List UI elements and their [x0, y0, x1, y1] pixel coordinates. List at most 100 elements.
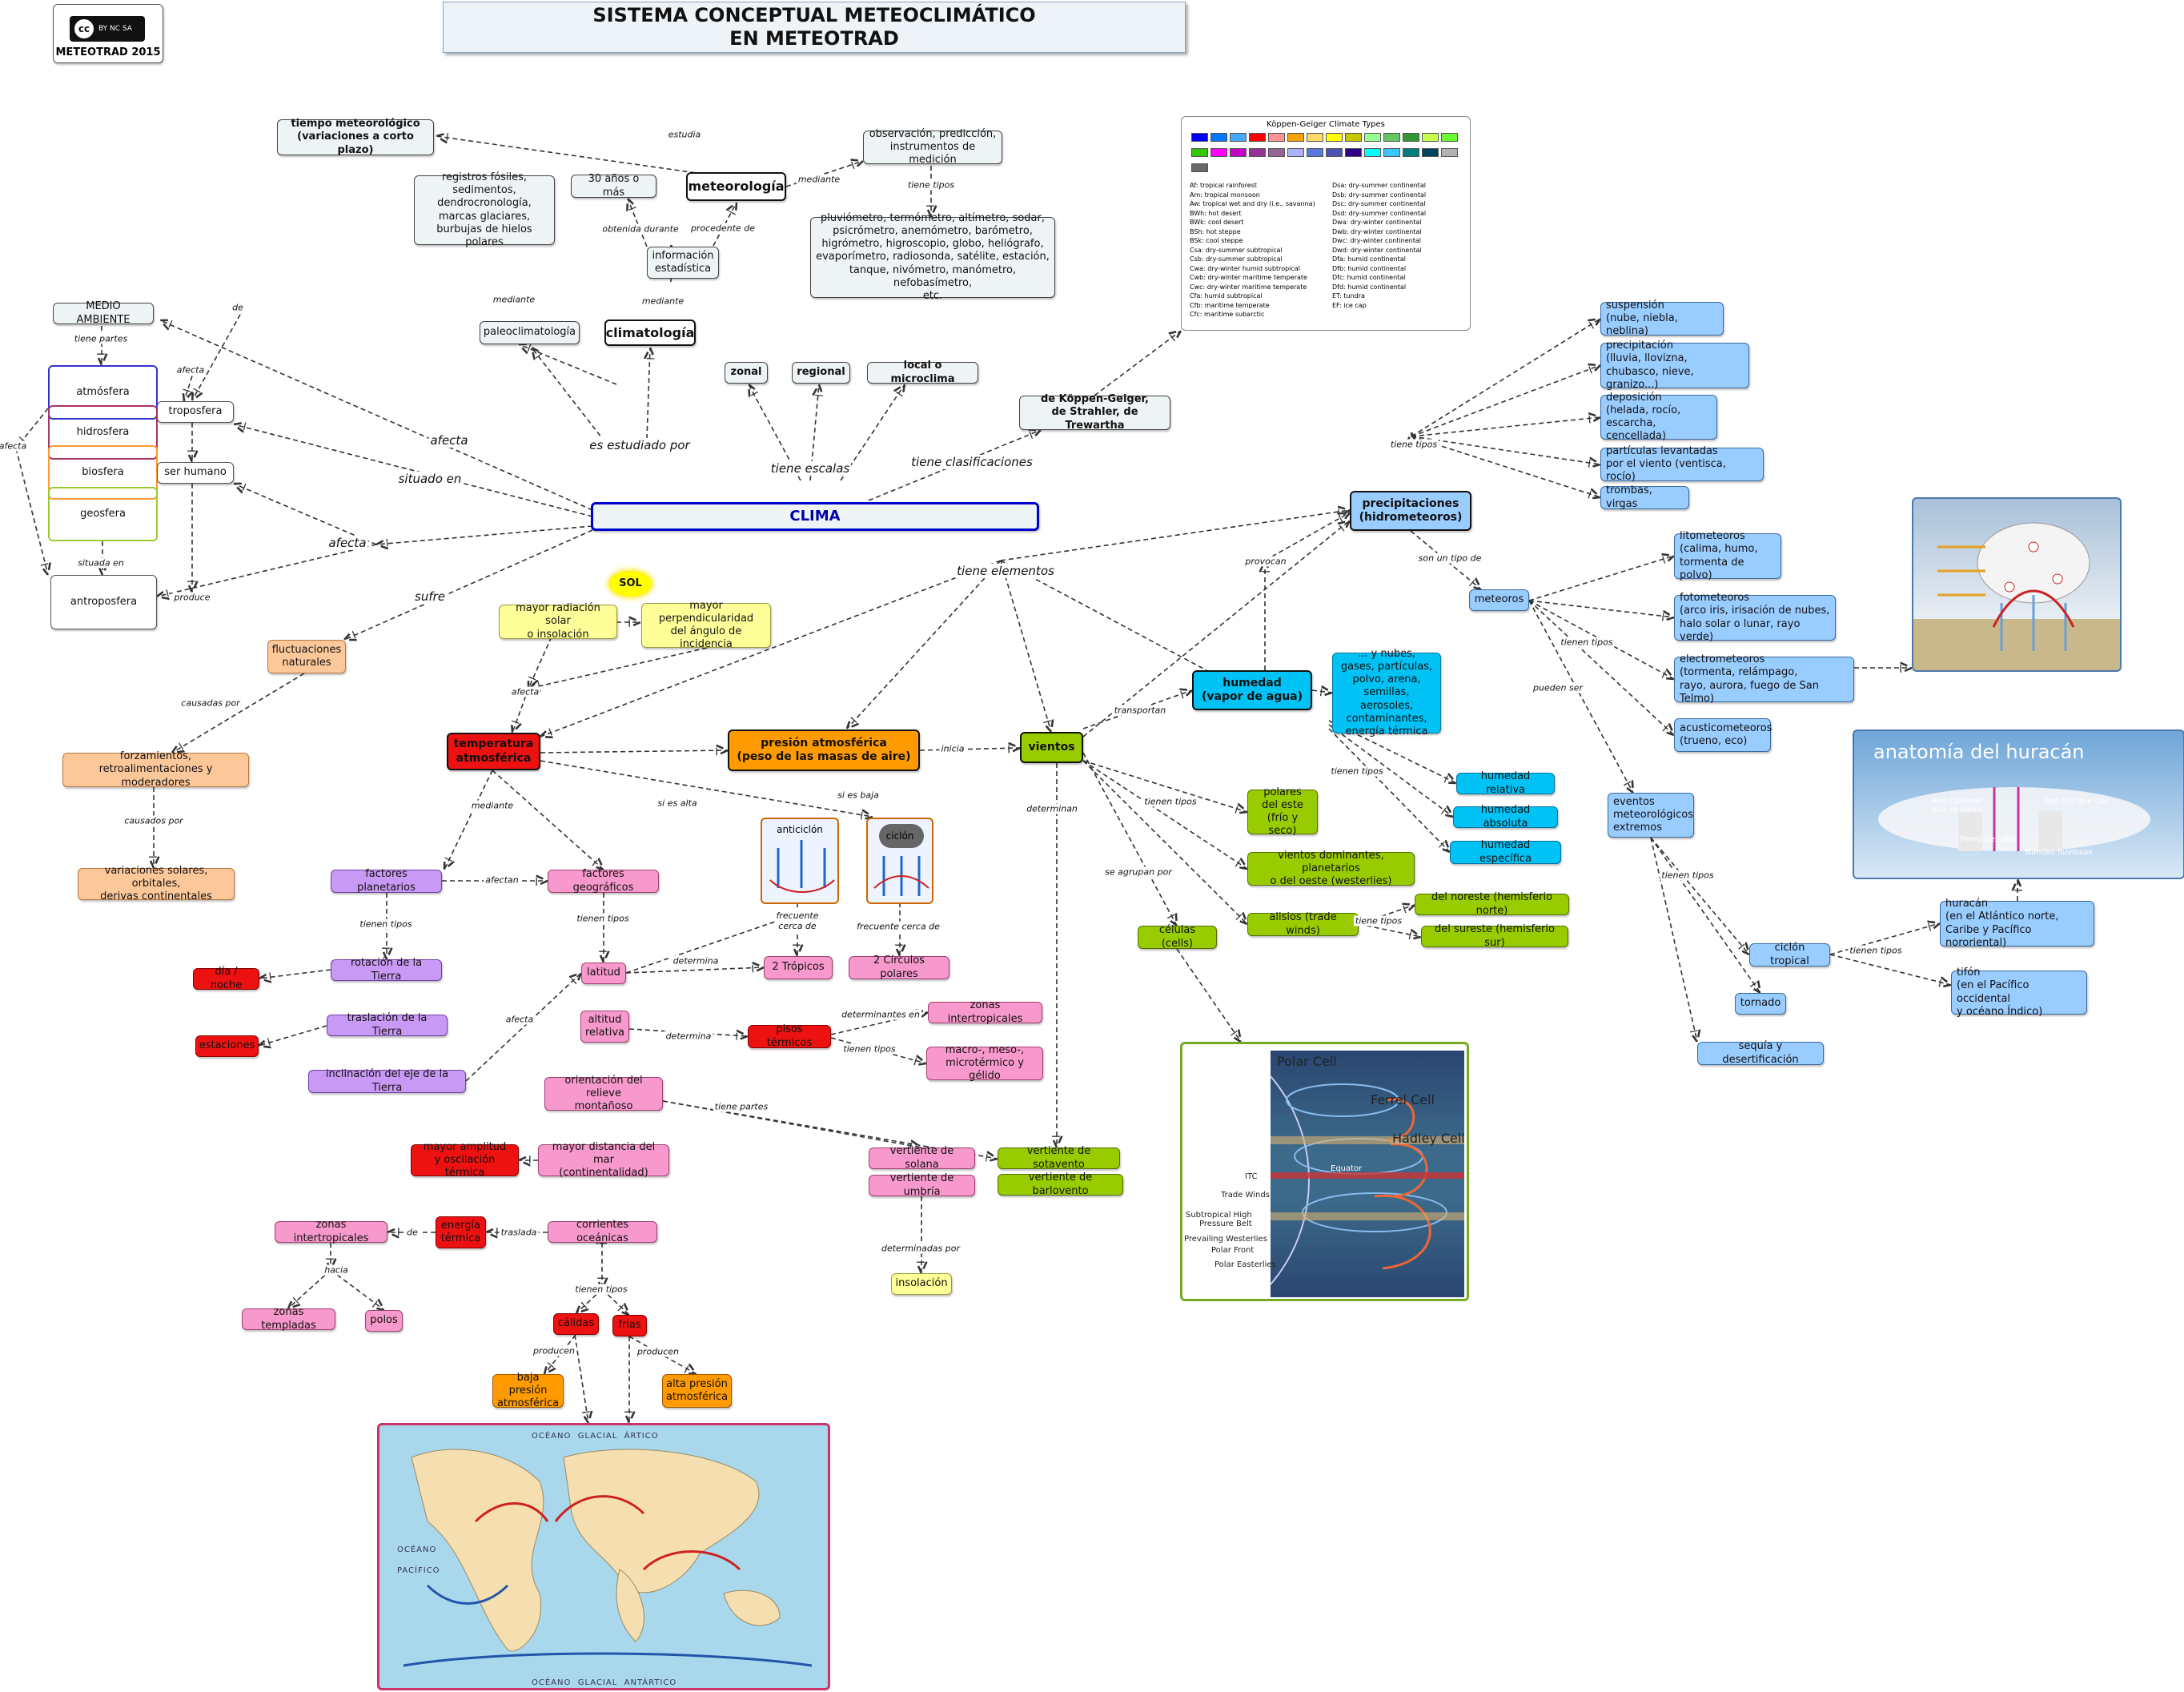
node-inclinacion[interactable]: inclinación del eje de la Tierra	[308, 1068, 466, 1094]
node-zonas-intertropicales-2[interactable]: zonas intertropicales	[928, 999, 1042, 1025]
node-temperatura[interactable]: temperatura atmosférica	[447, 733, 540, 770]
connector	[1411, 319, 1600, 437]
node-baja-presion[interactable]: baja presión atmosférica	[492, 1372, 564, 1409]
node-corrientes[interactable]: corrientes oceánicas	[548, 1219, 657, 1244]
node-pisos[interactable]: pisos térmicos	[748, 1023, 831, 1049]
node-factores-planetarios[interactable]: factores planetarios	[331, 868, 442, 894]
page-title: SISTEMA CONCEPTUAL METEOCLIMÁTICO EN MET…	[443, 2, 1186, 53]
node-precipitaciones[interactable]: precipitaciones (hidrometeoros)	[1350, 491, 1471, 531]
node-latitud[interactable]: latitud	[581, 963, 626, 984]
node-fluctuaciones[interactable]: fluctuaciones naturales	[267, 640, 346, 673]
node-humedad-absoluta[interactable]: humedad absoluta	[1453, 804, 1558, 830]
node-deposicion[interactable]: deposición (helada, rocío, escarcha, cen…	[1600, 392, 1717, 442]
node-instrumentos[interactable]: pluviómetro, termómetro, altímetro, soda…	[810, 212, 1055, 302]
node-alisios[interactable]: alisios (trade winds)	[1247, 911, 1359, 937]
node-altitud[interactable]: altitud relativa	[580, 1011, 629, 1043]
node-insolacion[interactable]: insolación	[891, 1273, 952, 1295]
node-orientacion[interactable]: orientación del relieve montañoso	[544, 1075, 663, 1112]
node-informacion[interactable]: información estadística	[647, 247, 719, 279]
node-sotavento[interactable]: vertiente de sotavento	[998, 1145, 1120, 1171]
node-troposfera[interactable]: troposfera	[157, 401, 234, 423]
node-eventos[interactable]: eventos meteorológicos extremos	[1608, 793, 1694, 838]
node-koppen[interactable]: de Köppen-Geiger, de Strahler, de Trewar…	[1019, 393, 1170, 432]
node-medio-ambiente[interactable]: MEDIO AMBIENTE	[53, 300, 154, 326]
node-perpendicular[interactable]: mayor perpendicularidad del ángulo de in…	[641, 600, 771, 650]
node-fotometeoros[interactable]: fotometeoros (arco iris, irisación de nu…	[1674, 592, 1836, 643]
node-ciclon-tropical[interactable]: ciclón tropical	[1749, 942, 1830, 967]
label-mediante-4: mediante	[469, 800, 516, 811]
node-huracan[interactable]: huracán (en el Atlántico norte, Caribe y…	[1940, 898, 2094, 949]
node-circulos[interactable]: 2 Círculos polares	[849, 955, 949, 980]
hurricane-drawing	[1878, 787, 2150, 851]
connector	[1650, 837, 1697, 1042]
node-zonal[interactable]: zonal	[725, 362, 768, 384]
node-solana[interactable]: vertiente de solana	[869, 1145, 975, 1171]
node-variaciones[interactable]: variaciones solares, orbitales, derivas …	[78, 865, 235, 902]
node-dominantes[interactable]: vientos dominantes, planetarios o del oe…	[1247, 850, 1415, 887]
node-antroposfera[interactable]: antroposfera	[50, 575, 157, 629]
hurricane-labels-item: Aire frío que cae	[2043, 797, 2110, 806]
node-alta-presion[interactable]: alta presión atmosférica	[662, 1374, 732, 1408]
node-frias[interactable]: frías	[612, 1315, 647, 1336]
node-30-anos[interactable]: 30 años o más	[571, 173, 656, 199]
node-acusticometeoros[interactable]: acusticometeoros (trueno, eco)	[1674, 718, 1772, 752]
node-atmosfera[interactable]: atmósfera	[48, 365, 158, 420]
node-traslacion[interactable]: traslación de la Tierra	[327, 1012, 448, 1038]
connector	[1410, 530, 1481, 589]
cells-labels-item: Prevailing Westerlies	[1184, 1235, 1267, 1244]
node-regional[interactable]: regional	[792, 362, 850, 384]
node-dia-noche[interactable]: día / noche	[193, 966, 259, 991]
node-climatologia[interactable]: climatología	[604, 320, 696, 346]
node-trombas[interactable]: trombas, virgas	[1600, 484, 1689, 510]
node-sol[interactable]: SOL	[609, 571, 652, 597]
node-particulas[interactable]: partículas levantadas por el viento (ven…	[1600, 445, 1764, 483]
node-polos[interactable]: polos	[365, 1310, 403, 1332]
node-vientos[interactable]: vientos	[1020, 732, 1083, 763]
node-macro[interactable]: macro-, meso-, microtérmico y gélido	[926, 1044, 1043, 1082]
node-geosfera[interactable]: geosfera	[48, 487, 158, 541]
node-barlovento[interactable]: vertiente de barlovento	[998, 1172, 1123, 1197]
node-rotacion[interactable]: rotación de la Tierra	[331, 957, 442, 983]
node-celulas[interactable]: células (cells)	[1138, 924, 1217, 950]
node-zonas-intertropicales[interactable]: zonas intertropicales	[275, 1219, 387, 1244]
node-calidas[interactable]: cálidas	[553, 1313, 599, 1335]
node-sequia[interactable]: sequía y desertificación	[1697, 1040, 1824, 1066]
node-precipitacion[interactable]: precipitación (lluvia, llovizna, chubasc…	[1600, 340, 1749, 391]
node-suspension[interactable]: suspensión (nube, niebla, neblina)	[1600, 299, 1724, 337]
node-distancia[interactable]: mayor distancia del mar (continentalidad…	[538, 1141, 669, 1179]
node-hidrosfera[interactable]: hidrosfera	[48, 405, 158, 460]
node-noreste[interactable]: del noreste (hemisferio norte)	[1415, 891, 1569, 917]
node-humedad-especifica[interactable]: humedad específica	[1450, 839, 1561, 865]
node-meteorologia[interactable]: meteorología	[686, 172, 786, 201]
node-paleo[interactable]: paleoclimatología	[480, 321, 580, 344]
node-electrometeoros[interactable]: electrometeoros (tormenta, relámpago, ra…	[1674, 653, 1854, 705]
node-litometeoros[interactable]: litometeoros (calima, humo, tormenta de …	[1674, 530, 1781, 581]
node-meteoros[interactable]: meteoros	[1469, 589, 1529, 611]
node-polares[interactable]: polares del este (frío y seco)	[1247, 786, 1318, 837]
node-radiacion[interactable]: mayor radiación solar o insolación	[499, 602, 617, 641]
node-humedad[interactable]: humedad (vapor de agua)	[1192, 670, 1312, 710]
node-energia[interactable]: energía térmica	[436, 1216, 486, 1248]
node-factores-geograficos[interactable]: factores geográficos	[548, 868, 659, 894]
node-zonas-templadas[interactable]: zonas templadas	[242, 1306, 335, 1332]
node-registros[interactable]: registros fósiles, sedimentos, dendrocro…	[414, 171, 555, 248]
node-observacion[interactable]: observación, predicción, instrumentos de…	[863, 128, 1002, 166]
node-umbria[interactable]: vertiente de umbría	[869, 1172, 975, 1198]
label-tiene-elementos: tiene elementos	[955, 564, 1056, 578]
node-tornado[interactable]: tornado	[1735, 993, 1786, 1015]
node-amplitud[interactable]: mayor amplitud y oscilación térmica	[411, 1141, 519, 1179]
node-local[interactable]: local o microclima	[867, 360, 978, 385]
node-estaciones[interactable]: estaciones	[195, 1035, 259, 1057]
node-presion[interactable]: presión atmosférica (peso de las masas d…	[728, 729, 920, 771]
node-tiempo[interactable]: tiempo meteorológico (variaciones a cort…	[277, 118, 434, 156]
node-clima[interactable]: CLIMA	[591, 502, 1039, 531]
node-humedad-relativa[interactable]: humedad relativa	[1456, 770, 1555, 796]
node-tropicos[interactable]: 2 Trópicos	[764, 956, 833, 979]
node-ser-humano[interactable]: ser humano	[157, 462, 234, 484]
node-tifon[interactable]: tifón (en el Pacífico occidental y océan…	[1951, 967, 2087, 1018]
label-produce: produce	[172, 592, 212, 603]
node-sureste[interactable]: del sureste (hemisferio sur)	[1421, 923, 1568, 949]
node-forzamientos[interactable]: forzamientos, retroalimentaciones y mode…	[62, 750, 249, 789]
node-nubes[interactable]: ... y nubes, gases, partículas, polvo, a…	[1332, 648, 1441, 737]
